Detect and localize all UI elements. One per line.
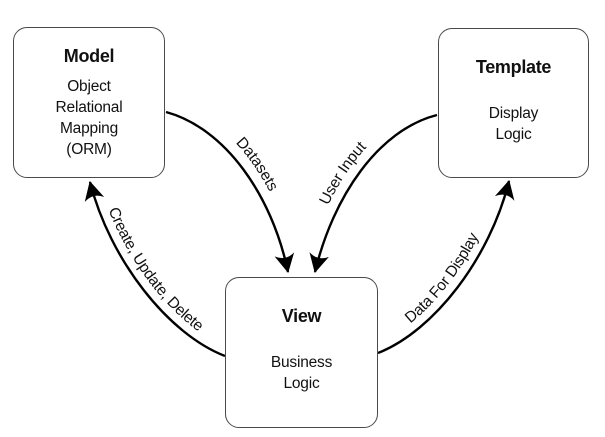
model-box-title: Model <box>63 46 115 66</box>
model-subtitle-line: Mapping <box>59 120 119 137</box>
model-box-subtitle: Object Relational Mapping (ORM) <box>56 76 123 160</box>
view-box-subtitle: Business Logic <box>271 352 332 394</box>
arrow-model-to-view <box>165 110 295 273</box>
model-subtitle-line: Object <box>67 78 111 95</box>
view-box-title: View <box>281 306 322 326</box>
arrow-label-create-update-delete: Create, Update, Delete <box>105 205 207 335</box>
arrow-template-to-view <box>309 113 438 273</box>
arrow-view-to-model <box>84 181 226 358</box>
model-subtitle-line: (ORM) <box>66 141 112 158</box>
view-subtitle-line: Business <box>270 354 333 371</box>
template-box-title: Template <box>475 57 552 77</box>
model-box: Model Object Relational Mapping (ORM) <box>13 27 165 178</box>
arrow-label-data-for-display: Data For Display <box>402 230 482 327</box>
arrow-view-to-template <box>377 180 515 355</box>
template-subtitle-line: Display <box>488 105 539 122</box>
view-subtitle-line: Logic <box>283 375 320 392</box>
template-box: Template Display Logic <box>438 28 589 178</box>
view-box: View Business Logic <box>225 277 378 428</box>
template-subtitle-line: Logic <box>495 126 532 143</box>
model-subtitle-line: Relational <box>55 99 123 116</box>
template-box-subtitle: Display Logic <box>488 103 539 145</box>
